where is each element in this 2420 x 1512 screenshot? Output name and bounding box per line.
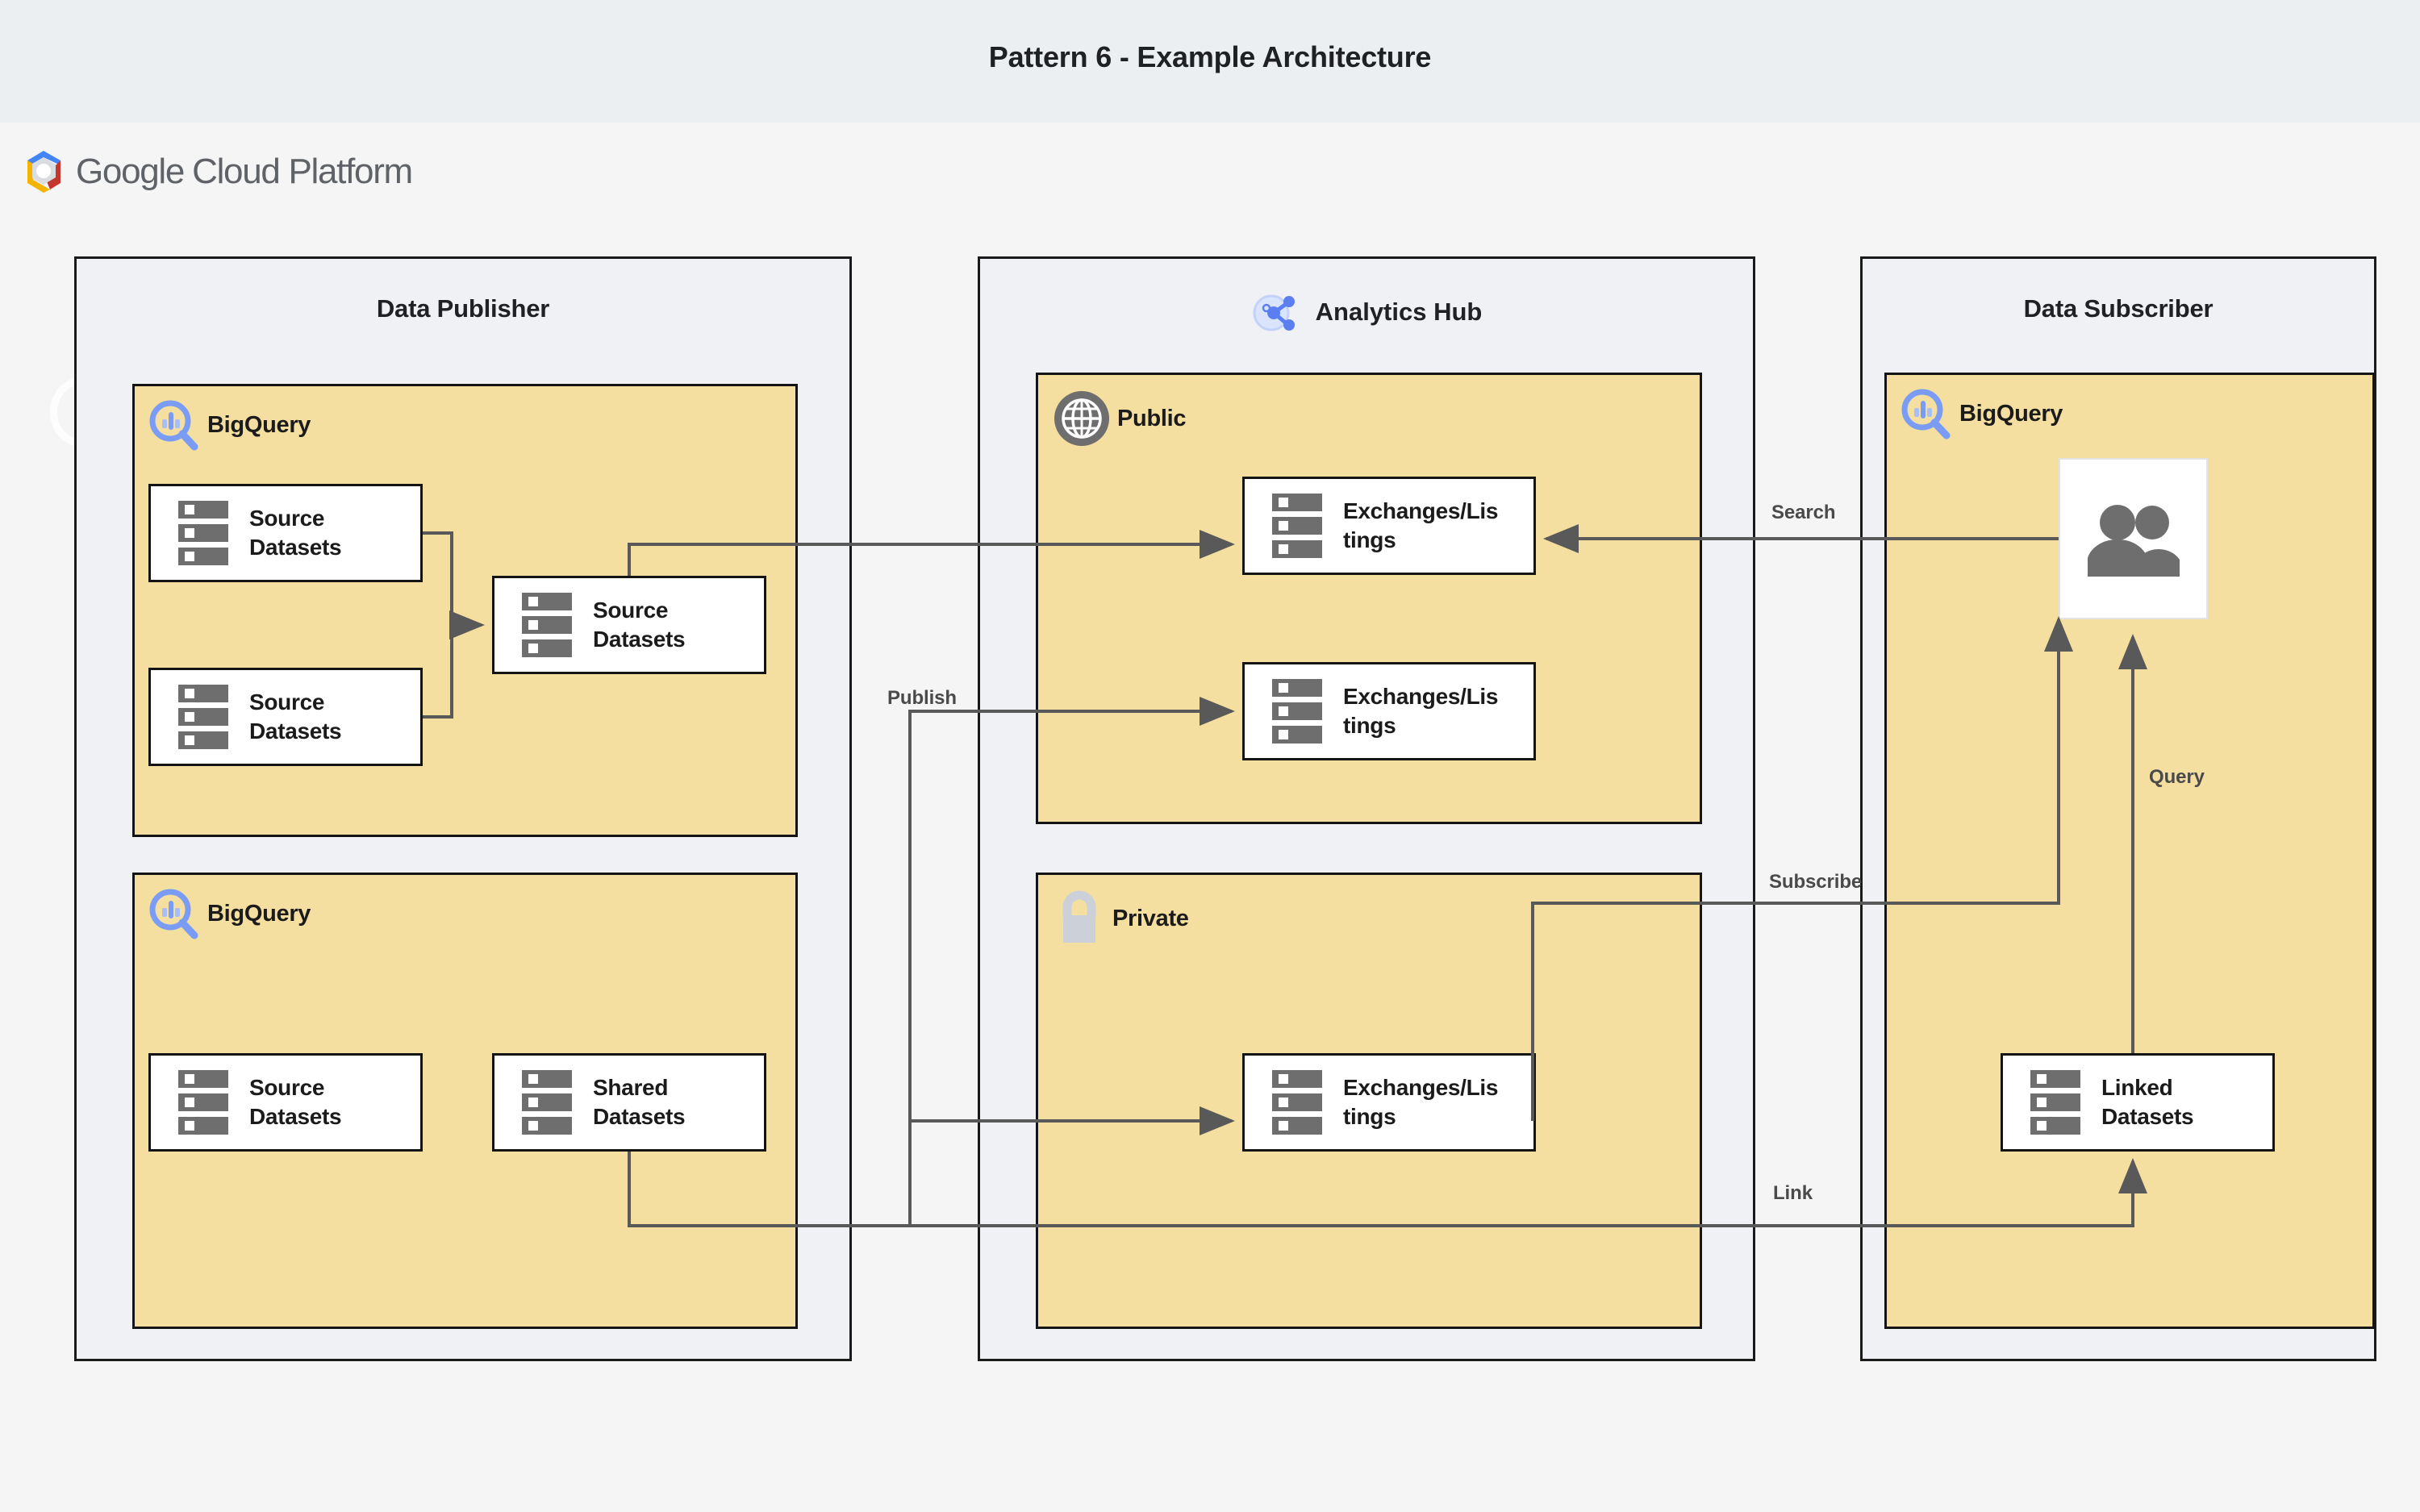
node-label-exchanges-listings-2: Exchanges/Lis tings xyxy=(1343,684,1499,738)
node-shared-datasets[interactable]: Shared Datasets xyxy=(492,1053,766,1152)
bigquery-icon xyxy=(1901,389,1951,439)
node-label-source-datasets-2: Source Datasets xyxy=(249,689,342,744)
users-icon xyxy=(2087,505,2180,577)
node-source-datasets-3[interactable]: Source Datasets xyxy=(492,576,766,674)
group-header-private: Private xyxy=(1053,889,1189,948)
dataset-icon xyxy=(522,1070,572,1135)
group-header-public: Public xyxy=(1053,389,1187,448)
group-label-public: Public xyxy=(1117,405,1187,431)
group-header-bigquery: BigQuery xyxy=(146,886,311,941)
node-label-shared-datasets: Shared Datasets xyxy=(593,1075,686,1129)
node-exchanges-listings-3[interactable]: Exchanges/Lis tings xyxy=(1242,1053,1536,1152)
edge-label-search: Search xyxy=(1771,502,1836,523)
node-label-linked-datasets: Linked Datasets xyxy=(2101,1075,2194,1129)
zone-title-analytics-hub: Analytics Hub xyxy=(980,286,1753,338)
lock-icon xyxy=(1062,890,1096,943)
node-label-exchanges-listings-3: Exchanges/Lis tings xyxy=(1343,1075,1499,1129)
edge-label-query: Query xyxy=(2149,766,2205,788)
node-source-datasets-1[interactable]: Source Datasets xyxy=(148,484,423,582)
node-label-source-datasets-1: Source Datasets xyxy=(249,506,342,560)
group-label-bigquery-top: BigQuery xyxy=(207,411,311,438)
node-subscriber-users[interactable] xyxy=(2059,458,2208,619)
node-label-exchanges-listings-1: Exchanges/Lis tings xyxy=(1343,498,1499,552)
edge-label-link: Link xyxy=(1773,1182,1813,1204)
node-label-source-datasets-3: Source Datasets xyxy=(593,598,686,652)
dataset-icon xyxy=(178,1070,228,1135)
share-network-icon xyxy=(1253,294,1295,331)
group-label-bigquery-subscriber: BigQuery xyxy=(1959,400,2063,427)
dataset-icon xyxy=(1272,679,1322,744)
node-source-datasets-2[interactable]: Source Datasets xyxy=(148,668,423,766)
dataset-icon xyxy=(1272,494,1322,558)
group-label-bigquery-bottom: BigQuery xyxy=(207,900,311,927)
dataset-icon xyxy=(178,685,228,749)
group-label-private: Private xyxy=(1112,905,1189,931)
bigquery-icon xyxy=(149,400,198,451)
dataset-icon xyxy=(2030,1070,2080,1135)
zone-title-data-subscriber: Data Subscriber xyxy=(2023,294,2213,323)
edge-label-publish: Publish xyxy=(887,687,957,709)
dataset-icon xyxy=(1272,1070,1322,1135)
node-exchanges-listings-1[interactable]: Exchanges/Lis tings xyxy=(1242,477,1536,575)
globe-icon xyxy=(1054,391,1109,446)
zone-title-data-publisher: Data Publisher xyxy=(376,294,550,323)
group-header-bigquery: BigQuery xyxy=(1898,386,2063,441)
page-title: Pattern 6 - Example Architecture xyxy=(988,40,1432,73)
gcp-hexagon-icon xyxy=(27,151,60,193)
zone-label-analytics-hub: Analytics Hub xyxy=(1315,298,1483,326)
node-source-datasets-4[interactable]: Source Datasets xyxy=(148,1053,423,1152)
node-linked-datasets[interactable]: Linked Datasets xyxy=(2001,1053,2275,1152)
edge-label-subscribe: Subscribe xyxy=(1769,871,1863,893)
dataset-icon xyxy=(522,593,572,657)
title-bar: Pattern 6 - Example Architecture xyxy=(0,0,2420,124)
node-label-source-datasets-4: Source Datasets xyxy=(249,1075,342,1129)
dataset-icon xyxy=(178,501,228,565)
bigquery-icon xyxy=(149,889,198,939)
node-exchanges-listings-2[interactable]: Exchanges/Lis tings xyxy=(1242,662,1536,760)
group-header-bigquery: BigQuery xyxy=(146,398,311,452)
